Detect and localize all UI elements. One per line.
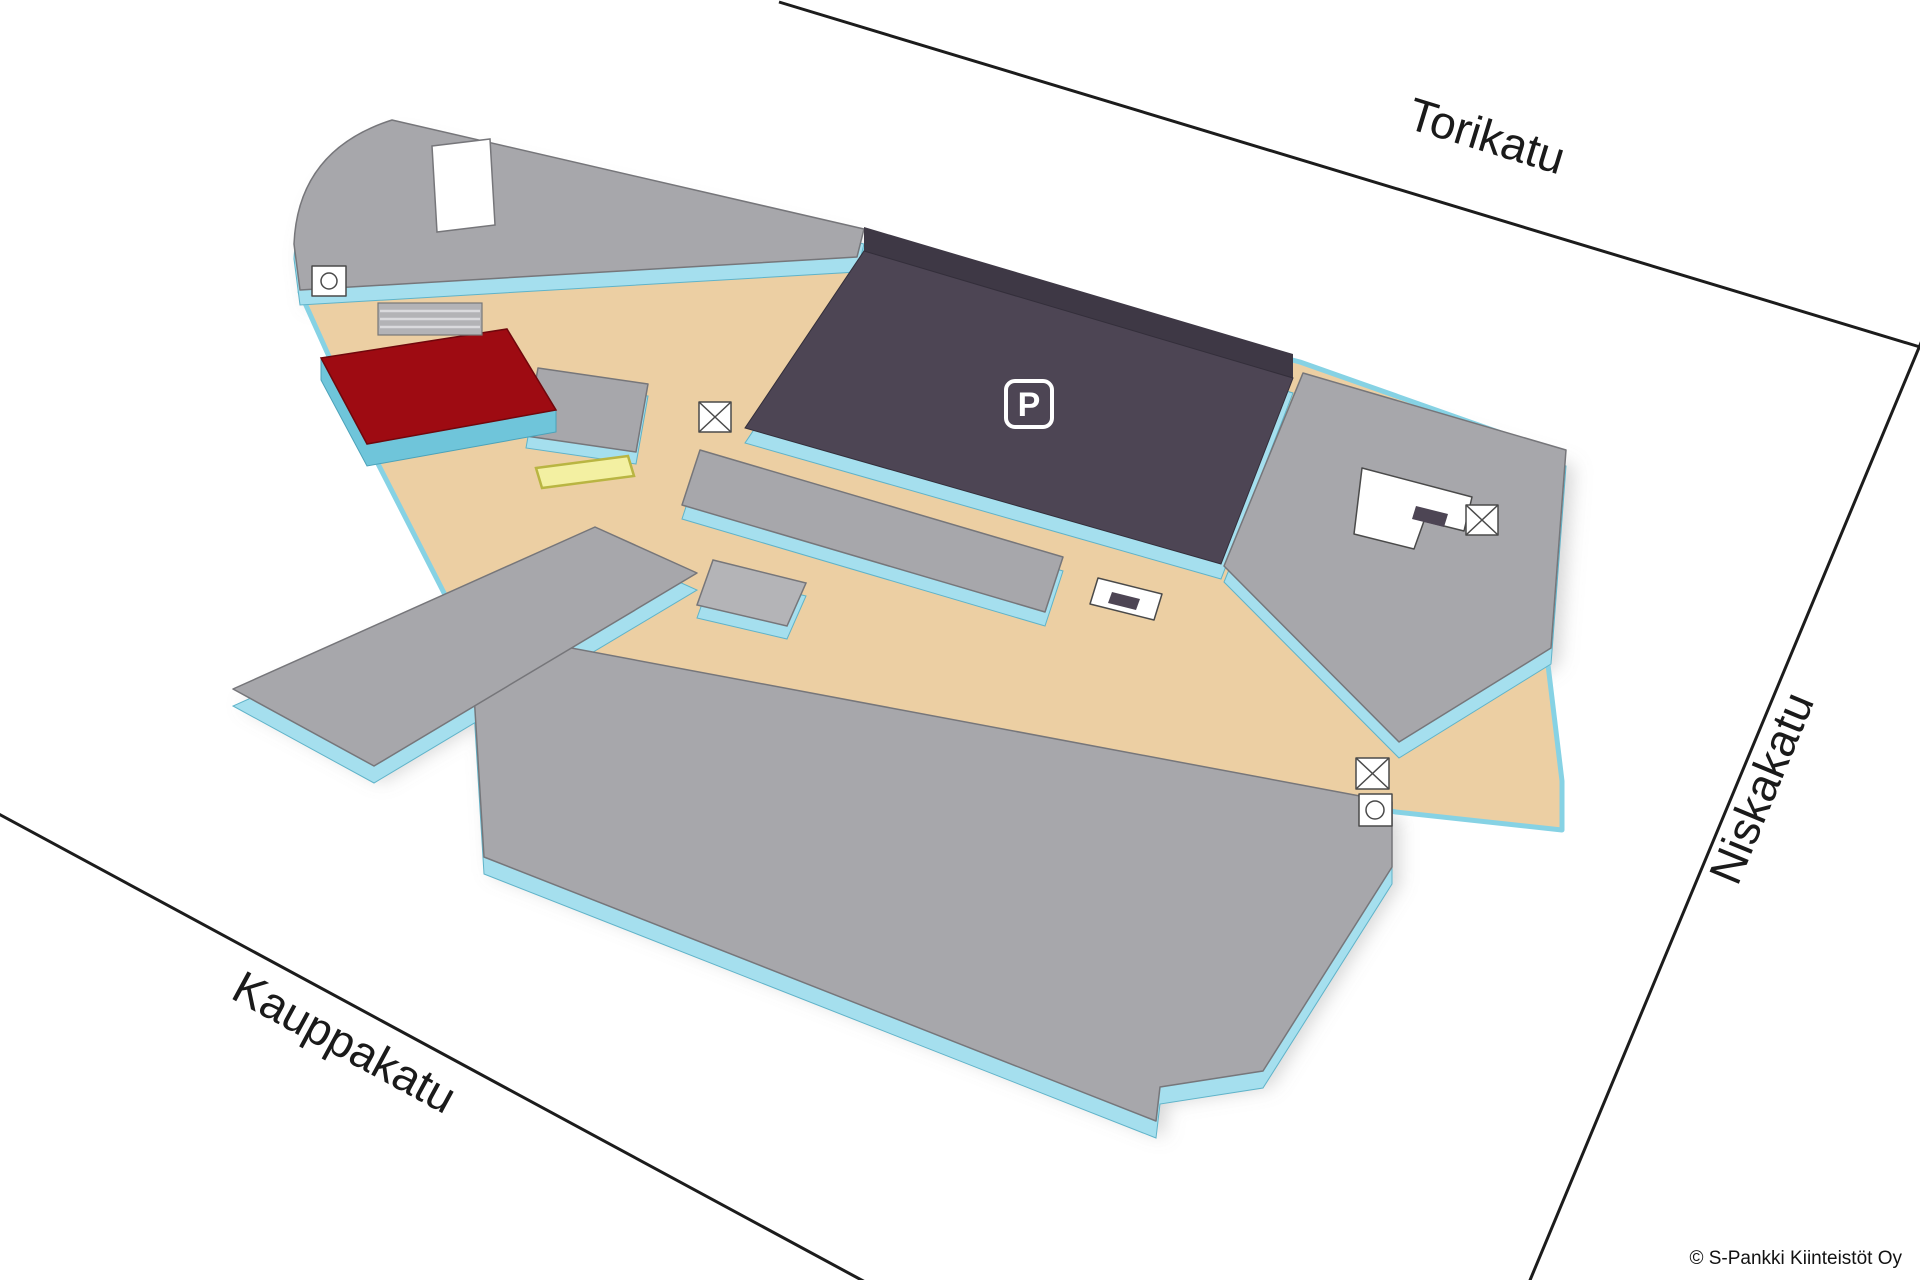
elevator-icon-east: [1465, 504, 1499, 536]
parking-floor: [744, 250, 1294, 565]
parking-wall-band: [864, 227, 1293, 378]
building-block-central-strip: [681, 449, 1064, 613]
street-label-kauppakatu: Kauppakatu: [224, 961, 465, 1124]
elevator-icon: [698, 401, 732, 433]
street-line-kauppakatu: [0, 812, 865, 1280]
parking-stairs-icon: [1089, 577, 1163, 621]
highlighted-escalator-icon: [534, 454, 636, 490]
street-line-niskakatu: [1528, 341, 1920, 1280]
stairwell-icon-walkway: [1358, 793, 1393, 827]
parking-icon: P: [1004, 379, 1054, 429]
stairwell-icon: [311, 265, 347, 297]
highlighted-unit-floor: [319, 328, 558, 445]
street-line-torikatu: [778, 0, 1920, 349]
elevator-icon-walkway: [1355, 757, 1390, 790]
street-label-niskakatu: Niskakatu: [1699, 685, 1824, 891]
parking-badge-label: P: [1018, 386, 1041, 424]
lightwell-notch: [431, 138, 496, 233]
building-wing-southwest: [232, 526, 698, 767]
facility-icons: [311, 265, 1499, 827]
street-label-torikatu: Torikatu: [1402, 87, 1571, 184]
parking-area[interactable]: P: [744, 227, 1294, 565]
copyright-text: © S-Pankki Kiinteistöt Oy: [1689, 1248, 1902, 1269]
building-block-mid-small: [696, 559, 808, 627]
highlighted-unit[interactable]: [319, 328, 558, 467]
building-block-east: [1223, 372, 1567, 743]
escalator-icon: [1353, 467, 1473, 550]
stairs-icon: [377, 302, 483, 336]
building-blocks: [232, 119, 1567, 1122]
